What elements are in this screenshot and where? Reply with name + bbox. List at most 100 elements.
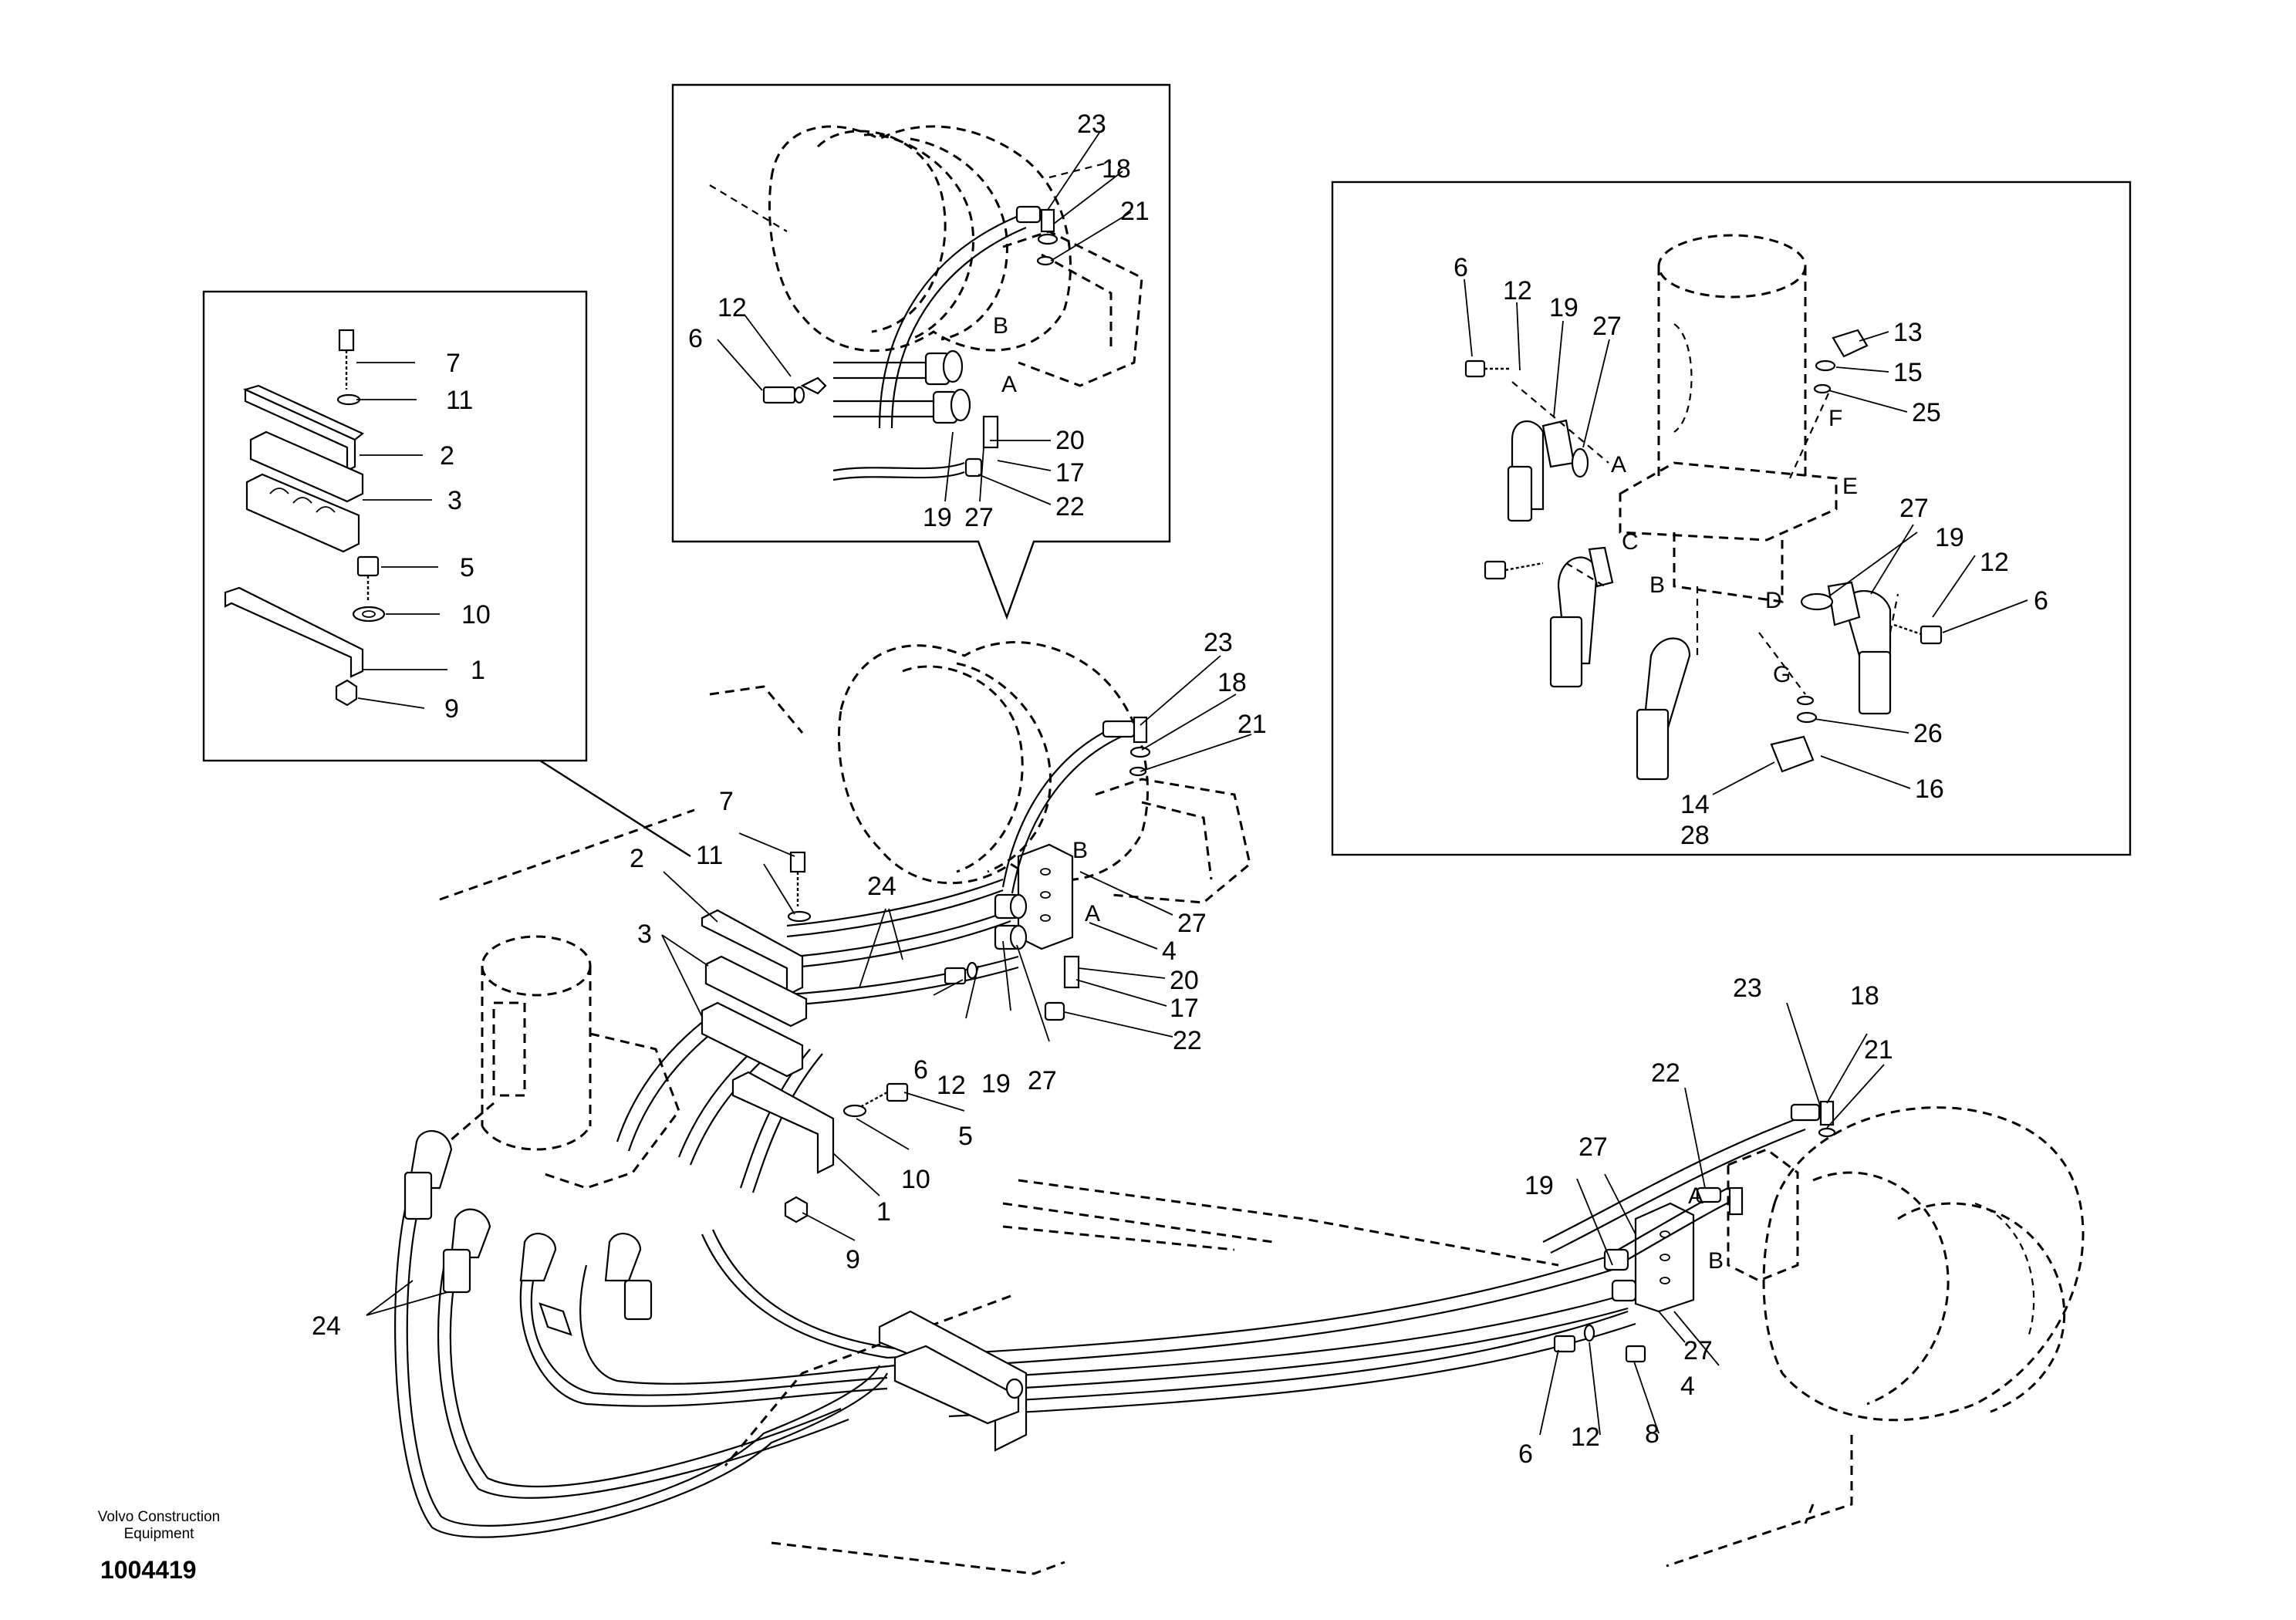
main-manifold-block-right — [1634, 1202, 1695, 1313]
main-assembly-view: B A A B 23 18 21 24 27 4 20 17 22 7 11 2… — [312, 628, 2085, 1575]
main-hoses-left — [394, 1172, 896, 1538]
port-label-inset-swivel-C: C — [1622, 529, 1639, 555]
label-inset-motor-27: 27 — [964, 503, 994, 532]
label-inset-motor-20: 20 — [1055, 426, 1085, 455]
label-main-24-left: 24 — [312, 1311, 341, 1341]
label-inset-motor-21: 21 — [1120, 197, 1150, 226]
label-main-19-top: 19 — [981, 1069, 1011, 1099]
label-inset-motor-6: 6 — [688, 324, 703, 353]
main-fittings-right — [1553, 1100, 1836, 1363]
inset-swivel-joint-outline — [1619, 234, 1838, 603]
label-inset-motor-19: 19 — [923, 503, 952, 532]
label-inset-motor-12: 12 — [718, 293, 747, 322]
port-label-main-A-right: A — [1688, 1183, 1703, 1209]
label-main-23-right: 23 — [1733, 974, 1762, 1003]
label-inset-swivel-26: 26 — [1913, 719, 1943, 748]
bolt-part-5 — [356, 555, 380, 602]
inset-motor-frame — [671, 83, 1171, 620]
label-main-19-right: 19 — [1524, 1171, 1554, 1200]
drawing-number: 1004419 — [100, 1556, 197, 1584]
label-inset-clamp-3: 3 — [447, 486, 462, 515]
label-main-22-right: 22 — [1651, 1058, 1680, 1088]
washer-part-10 — [352, 606, 386, 623]
label-main-21-top: 21 — [1237, 710, 1267, 739]
label-inset-swivel-16: 16 — [1915, 775, 1944, 804]
inset-motor-fittings — [762, 205, 1059, 478]
label-main-27-top: 27 — [1177, 909, 1207, 938]
label-inset-clamp-5: 5 — [460, 553, 474, 582]
port-label-inset-swivel-E: E — [1842, 474, 1858, 499]
label-main-6-right: 6 — [1518, 1439, 1533, 1469]
inset-clamp-pointer — [539, 759, 691, 858]
washer-part-11 — [336, 393, 361, 406]
main-center-clamp — [878, 1310, 1028, 1452]
label-inset-clamp-1: 1 — [471, 656, 485, 685]
footer-branding: Volvo Construction Equipment 1004419 — [98, 1509, 220, 1584]
label-main-1: 1 — [876, 1197, 891, 1227]
main-motor-top-outline — [838, 641, 1251, 904]
label-inset-motor-23: 23 — [1077, 110, 1106, 139]
label-main-10: 10 — [901, 1165, 930, 1194]
port-label-main-B-top: B — [1072, 838, 1088, 863]
label-inset-swivel-27: 27 — [1592, 312, 1622, 341]
label-inset-motor-17: 17 — [1055, 458, 1085, 488]
port-label-inset-swivel-G: G — [1773, 662, 1791, 687]
main-flanges-left — [403, 1130, 653, 1336]
port-label-inset-swivel-F: F — [1828, 406, 1842, 431]
label-inset-swivel-19: 19 — [1549, 293, 1578, 322]
main-swivel-joint-outline — [481, 935, 680, 1190]
label-inset-swivel-6b: 6 — [2034, 586, 2048, 616]
label-main-23-top: 23 — [1204, 628, 1233, 657]
bracket-part-1 — [224, 586, 364, 678]
port-label-inset-swivel-B: B — [1649, 572, 1665, 598]
label-inset-swivel-15: 15 — [1893, 358, 1923, 387]
inset-swivel-frame — [1331, 181, 2132, 856]
clamp-half-part-3 — [245, 473, 360, 553]
label-inset-motor-18: 18 — [1102, 154, 1131, 184]
label-main-27-right: 27 — [1578, 1132, 1608, 1162]
label-main-24-top: 24 — [867, 872, 896, 901]
inset-swivel-flanges — [1464, 329, 1943, 781]
port-label-main-B-right: B — [1708, 1248, 1724, 1274]
port-label-inset-swivel-D: D — [1765, 588, 1782, 613]
clamp-half-upper — [249, 430, 364, 503]
label-main-4-top: 4 — [1162, 937, 1177, 966]
brand-line-2: Equipment — [124, 1526, 195, 1542]
label-inset-swivel-12b: 12 — [1980, 548, 2009, 577]
label-main-8: 8 — [1645, 1419, 1660, 1449]
label-inset-clamp-10: 10 — [461, 600, 491, 629]
main-fittings-top — [944, 716, 1151, 1021]
label-main-6-top: 6 — [913, 1055, 928, 1085]
brand-line-1: Volvo Construction — [98, 1509, 220, 1525]
port-label-inset-motor-B: B — [993, 313, 1008, 339]
label-inset-swivel-27b: 27 — [1899, 494, 1929, 523]
main-hoses-top — [616, 724, 1127, 1359]
label-main-12-right: 12 — [1571, 1423, 1600, 1452]
label-main-17-top: 17 — [1170, 994, 1199, 1023]
port-label-inset-motor-A: A — [1001, 372, 1017, 397]
main-top-clamp — [701, 851, 909, 1223]
port-label-inset-swivel-A: A — [1611, 452, 1626, 478]
label-main-11: 11 — [696, 841, 723, 870]
inset-clamp-frame — [202, 290, 588, 762]
port-label-main-A-top: A — [1085, 901, 1100, 926]
label-main-4-right: 4 — [1680, 1372, 1695, 1401]
label-main-27-mid: 27 — [1028, 1066, 1057, 1095]
label-inset-swivel-12: 12 — [1503, 276, 1532, 305]
inset-swivel-detail: A E F C B D G 6 12 19 27 13 15 25 19 12 … — [1331, 181, 2132, 856]
label-main-2: 2 — [630, 844, 644, 873]
label-main-9: 9 — [846, 1245, 860, 1274]
label-main-12-top: 12 — [937, 1071, 966, 1100]
label-main-18-top: 18 — [1217, 668, 1247, 697]
inset-motor-detail: B A 23 18 21 12 6 20 17 22 19 27 — [671, 83, 1171, 620]
main-motor-right-outline — [1727, 1106, 2085, 1422]
main-manifold-block-top — [1017, 843, 1074, 950]
label-inset-clamp-2: 2 — [440, 441, 454, 471]
label-inset-clamp-7: 7 — [446, 349, 461, 378]
label-main-18-right: 18 — [1850, 981, 1879, 1011]
label-inset-swivel-25: 25 — [1912, 398, 1941, 427]
inset-clamp-detail: 7 11 2 3 5 10 1 9 — [202, 290, 691, 858]
label-main-27-low: 27 — [1683, 1336, 1713, 1365]
label-main-20-top: 20 — [1170, 966, 1199, 995]
